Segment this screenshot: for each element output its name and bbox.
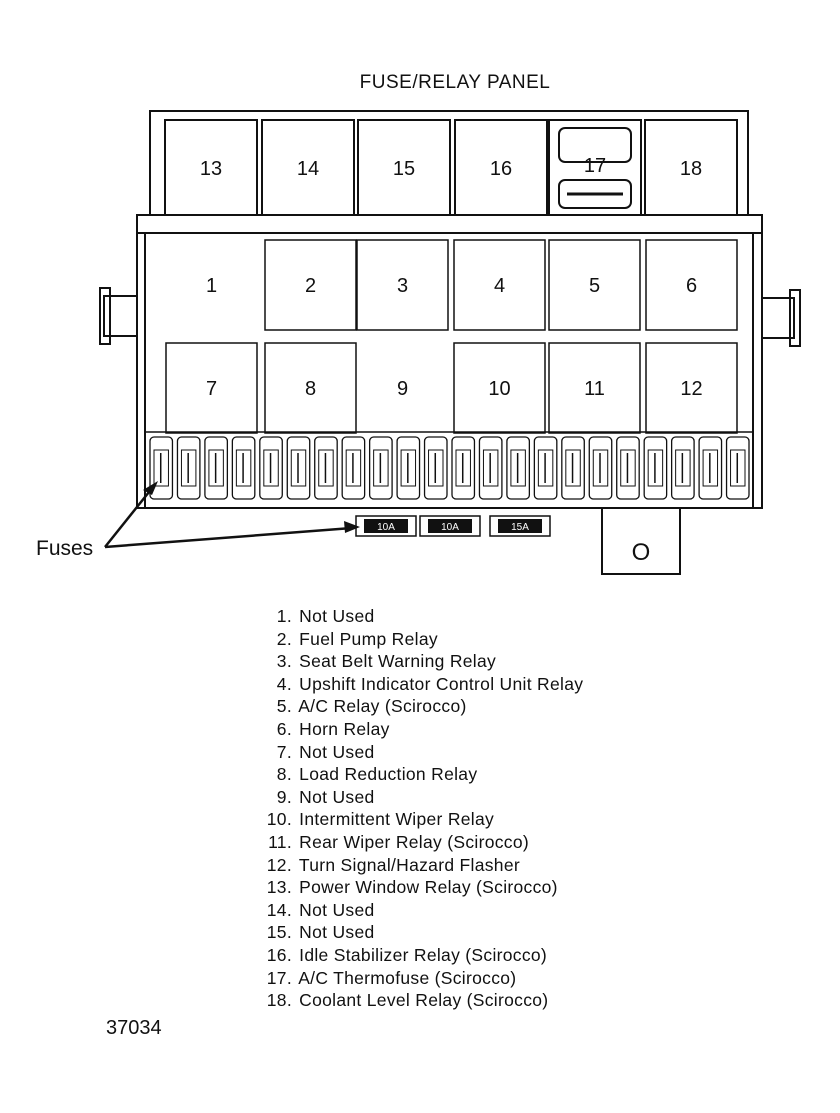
relay-label: 15 — [393, 158, 415, 180]
fuse-11 — [423, 436, 448, 500]
relay-label: 17 — [584, 155, 606, 177]
legend-item: 9. Not Used — [276, 786, 375, 807]
legend-item: 16. Idle Stabilizer Relay (Scirocco) — [266, 944, 548, 965]
legend-item: 12. Turn Signal/Hazard Flasher — [266, 854, 520, 875]
relay-label: 3 — [397, 275, 408, 297]
relay-label: 9 — [397, 378, 408, 400]
legend-item: 8. Load Reduction Relay — [276, 764, 478, 785]
spare-fuse: 10A — [355, 515, 417, 537]
fuse-3 — [204, 436, 229, 500]
fuses-pointer-arrows — [104, 486, 353, 549]
fuse-16 — [561, 436, 585, 500]
fuse-2 — [176, 436, 201, 500]
legend-item: 17. A/C Thermofuse (Scirocco) — [266, 967, 517, 988]
legend-list: 1. Not Used 2. Fuel Pump Relay 3. Seat B… — [250, 605, 583, 1012]
fuse-13 — [478, 436, 503, 500]
legend-item: 4. Upshift Indicator Control Unit Relay — [276, 673, 584, 694]
relay-14: 14 — [261, 119, 355, 216]
relay-8: 8 — [264, 342, 357, 434]
relay-label: 7 — [206, 378, 217, 400]
relay-15: 15 — [357, 119, 451, 216]
relay-3: 3 — [356, 239, 449, 331]
relay-6: 6 — [645, 239, 738, 331]
legend-item: 10. Intermittent Wiper Relay — [266, 809, 495, 830]
connector — [601, 507, 681, 575]
relay-2: 2 — [264, 239, 357, 331]
figure-id: 37034 — [106, 1017, 162, 1039]
fuse-20 — [670, 436, 695, 500]
panel-housing — [136, 214, 763, 509]
relay-label: 4 — [494, 275, 505, 297]
fuse-8 — [341, 436, 366, 500]
fuse-22 — [725, 436, 750, 500]
relay-label: 5 — [589, 275, 600, 297]
fuse-21 — [698, 436, 723, 500]
relay-label: 1 — [206, 275, 217, 297]
relay-18: 18 — [644, 119, 738, 216]
fuses-label: Fuses — [36, 537, 94, 560]
fuse-17 — [588, 436, 613, 500]
left-mounting-tab — [99, 287, 138, 345]
fuse-5 — [259, 436, 283, 500]
relay-11: 11 — [548, 342, 641, 434]
spare-fuse: 15A — [489, 515, 551, 537]
relay-10: 10 — [453, 342, 546, 434]
legend-item: 2. Fuel Pump Relay — [276, 628, 438, 649]
connector-label: O — [632, 539, 651, 566]
relay-label: 16 — [490, 158, 512, 180]
relay-17: 17 — [548, 119, 642, 216]
fuse-strip — [144, 431, 754, 509]
relay-12: 12 — [645, 342, 738, 434]
fuse-6 — [286, 436, 311, 500]
legend-item: 15. Not Used — [266, 922, 375, 943]
spare-fuse: 10A — [419, 515, 481, 537]
relay-4: 4 — [453, 239, 546, 331]
relay-label: 2 — [305, 275, 316, 297]
relay-13: 13 — [164, 119, 258, 216]
relay-label: 11 — [584, 378, 605, 400]
legend-item: 5. A/C Relay (Scirocco) — [276, 696, 467, 717]
fuse-4 — [231, 436, 256, 500]
relay-5: 5 — [548, 239, 641, 331]
relay-label: 18 — [680, 158, 702, 180]
legend-item: 3. Seat Belt Warning Relay — [276, 651, 497, 672]
relay-label: 13 — [200, 158, 222, 180]
fuse-18 — [616, 436, 640, 500]
spare-fuse-label: 15A — [511, 522, 529, 533]
legend-item: 6. Horn Relay — [276, 718, 390, 739]
spare-fuse-label: 10A — [441, 522, 459, 533]
panel-title: FUSE/RELAY PANEL — [359, 72, 551, 93]
fuse-7 — [314, 436, 338, 500]
fuse-9 — [368, 436, 393, 500]
right-mounting-tab — [761, 289, 801, 347]
fuse-12 — [451, 436, 476, 500]
relay-label: 10 — [488, 378, 510, 400]
fuse-19 — [643, 436, 668, 500]
spare-fuse-label: 10A — [377, 522, 395, 533]
fuse-15 — [533, 436, 558, 500]
relay-16: 16 — [454, 119, 548, 216]
relay-label: 6 — [686, 275, 697, 297]
legend-item: 18. Coolant Level Relay (Scirocco) — [266, 990, 549, 1011]
relay-1: 1 — [206, 275, 217, 297]
legend-item: 1. Not Used — [276, 606, 375, 626]
legend-item: 11. Rear Wiper Relay (Scirocco) — [268, 831, 529, 852]
fuse-10 — [396, 436, 421, 500]
legend-item: 14. Not Used — [266, 899, 375, 920]
relay-label: 14 — [297, 158, 319, 180]
relay-9: 9 — [397, 378, 408, 400]
legend-item: 13. Power Window Relay (Scirocco) — [266, 877, 558, 898]
relay-7: 7 — [165, 342, 258, 434]
fuse-1 — [149, 436, 174, 500]
legend-item: 7. Not Used — [276, 741, 375, 762]
fuse-14 — [506, 436, 531, 500]
relay-label: 12 — [680, 378, 702, 400]
relay-label: 8 — [305, 378, 316, 400]
